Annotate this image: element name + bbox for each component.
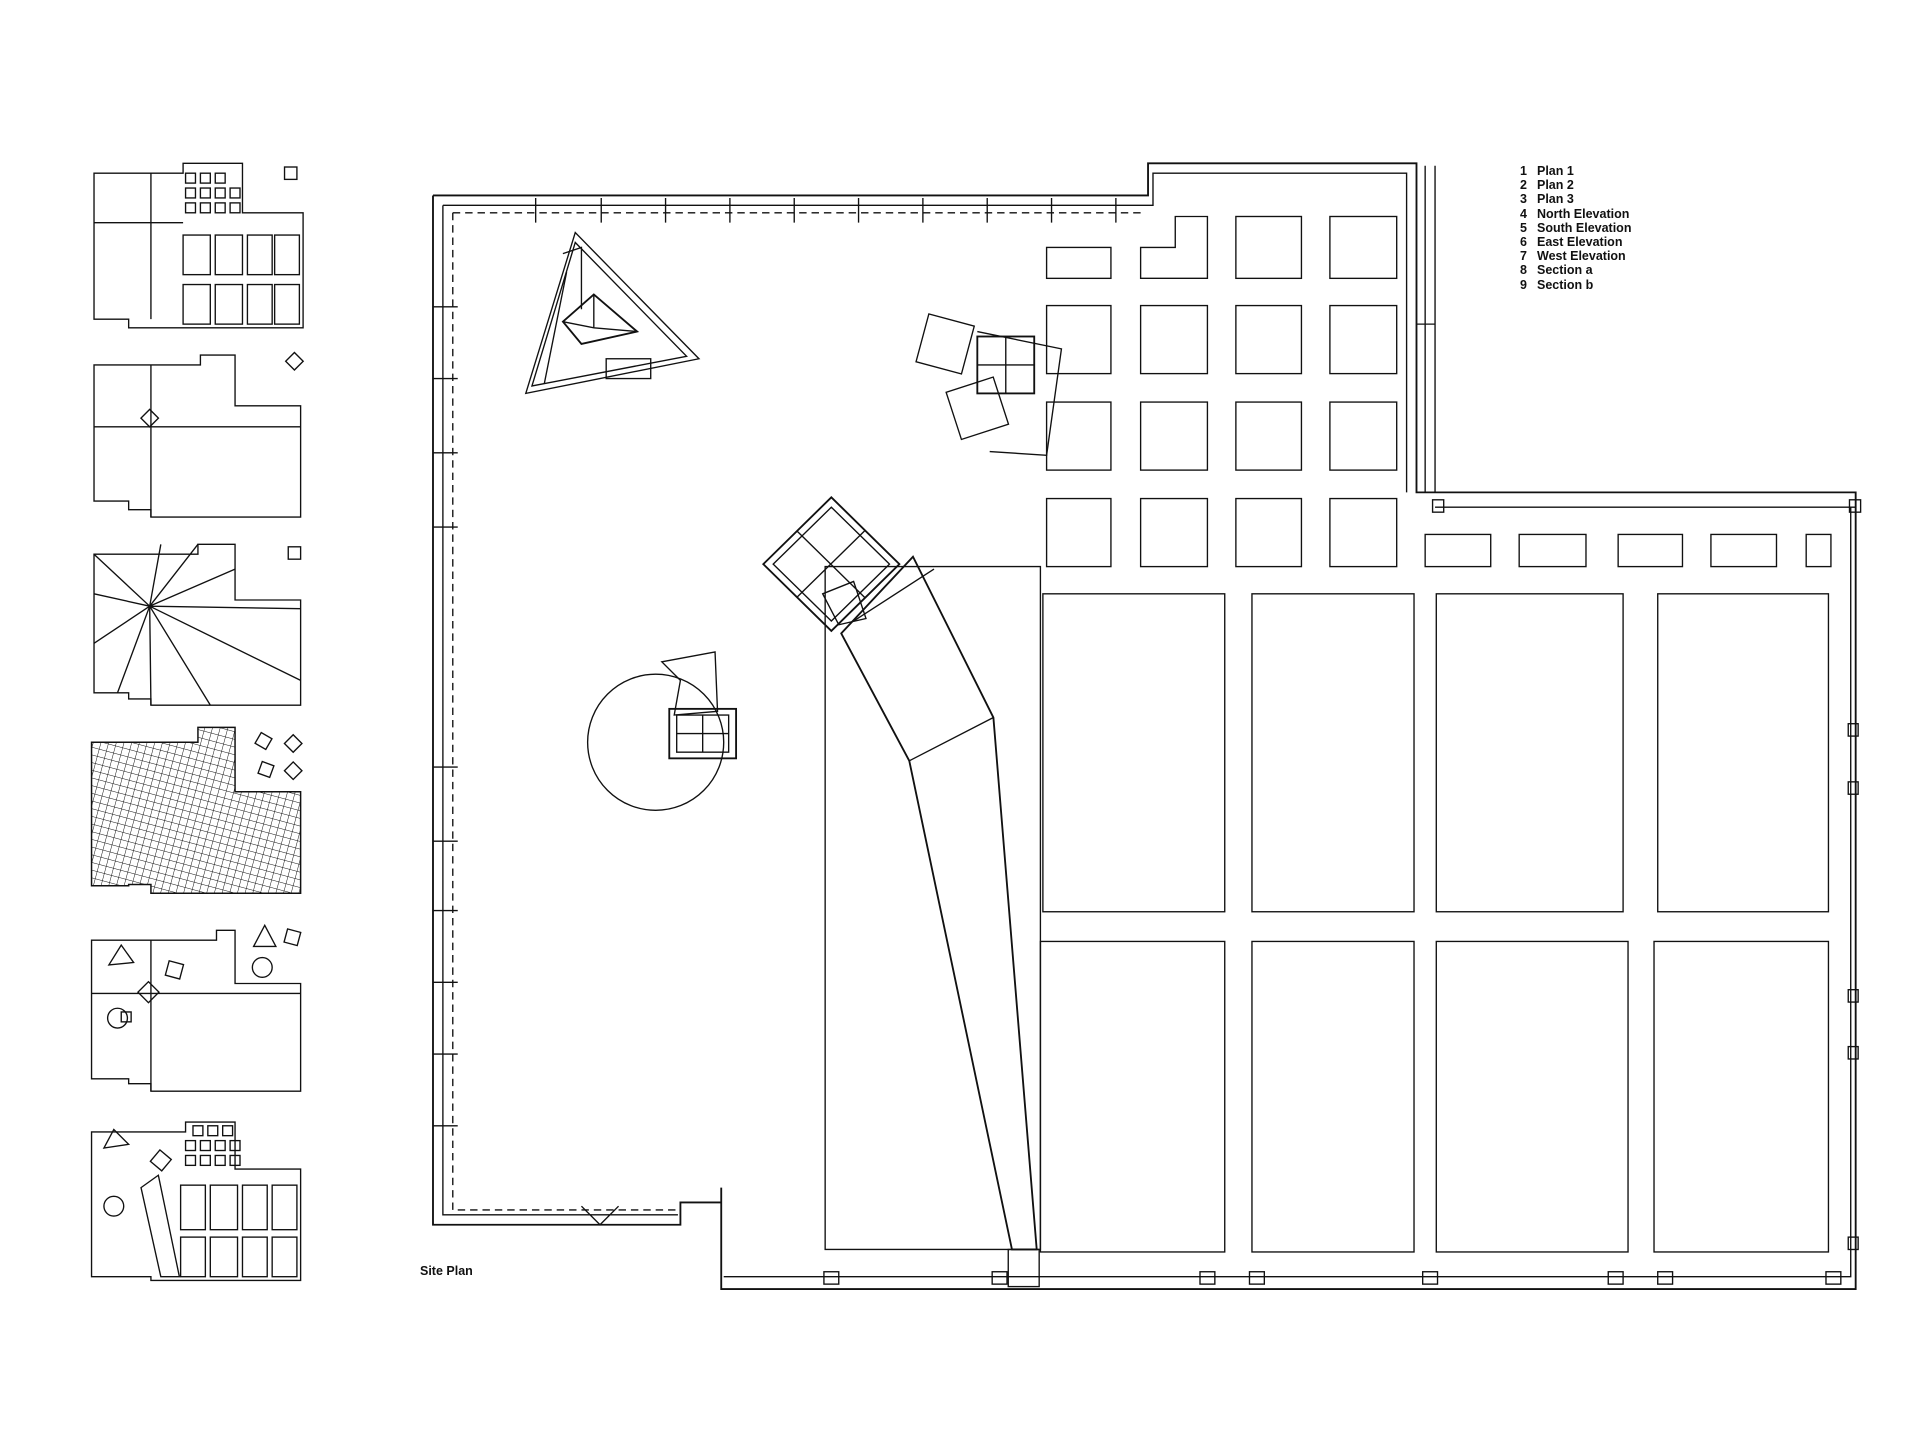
legend-item: 9 Section b (1520, 278, 1631, 292)
rotated-pavilion (915, 313, 1063, 456)
thumbnail-plan-objects (90, 923, 302, 1092)
legend-label: South Elevation (1537, 220, 1632, 235)
legend-number: 2 (1520, 178, 1527, 193)
triangle-pavilion (524, 231, 701, 395)
thumbnail-plan-2 (93, 351, 305, 518)
drawing-legend: 1 Plan 1 2 Plan 2 3 Plan 3 4 North Elevation… (1520, 164, 1631, 292)
legend-label: Plan 2 (1537, 178, 1574, 193)
legend-label: East Elevation (1537, 235, 1623, 250)
legend-number: 1 (1520, 164, 1527, 178)
legend-item: 6 East Elevation (1520, 235, 1631, 249)
legend-item: 2 Plan 2 (1520, 178, 1631, 192)
legend-item: 7 West Elevation (1520, 249, 1631, 263)
legend-number: 5 (1520, 220, 1527, 235)
legend-item: 4 North Elevation (1520, 207, 1631, 221)
legend-label: Plan 3 (1537, 192, 1574, 207)
large-plots (1039, 593, 1830, 1253)
legend-label: Section b (1537, 277, 1594, 292)
site-plan (432, 162, 1862, 1290)
wall-segments (432, 197, 1436, 1127)
legend-number: 8 (1520, 263, 1527, 278)
legend-number: 3 (1520, 192, 1527, 207)
legend-number: 6 (1520, 235, 1527, 250)
circle-pavilion (586, 651, 738, 811)
small-piers (823, 499, 1862, 1288)
legend-number: 9 (1520, 277, 1527, 292)
legend-number: 7 (1520, 249, 1527, 264)
legend-label: West Elevation (1537, 249, 1626, 264)
legend-item: 5 South Elevation (1520, 221, 1631, 235)
legend-item: 3 Plan 3 (1520, 192, 1631, 206)
legend-label: Section a (1537, 263, 1593, 278)
diagonal-ramp (840, 555, 1038, 1251)
thumbnail-plan-1 (93, 162, 304, 329)
grid-squares (1045, 215, 1832, 568)
site-boundary-wall (432, 162, 1857, 1290)
thumbnail-plan-hatched (90, 726, 303, 894)
legend-label: North Elevation (1537, 206, 1630, 221)
site-plan-label: Site Plan (420, 1264, 473, 1278)
legend-label: Plan 1 (1537, 164, 1574, 178)
square-pavilion (761, 496, 901, 633)
legend-number: 4 (1520, 206, 1527, 221)
long-field (824, 565, 1042, 1251)
legend-item: 1 Plan 1 (1520, 164, 1631, 178)
thumbnail-plan-3 (93, 543, 302, 706)
legend-item: 8 Section a (1520, 263, 1631, 277)
thumbnail-plan-composite (90, 1121, 302, 1282)
